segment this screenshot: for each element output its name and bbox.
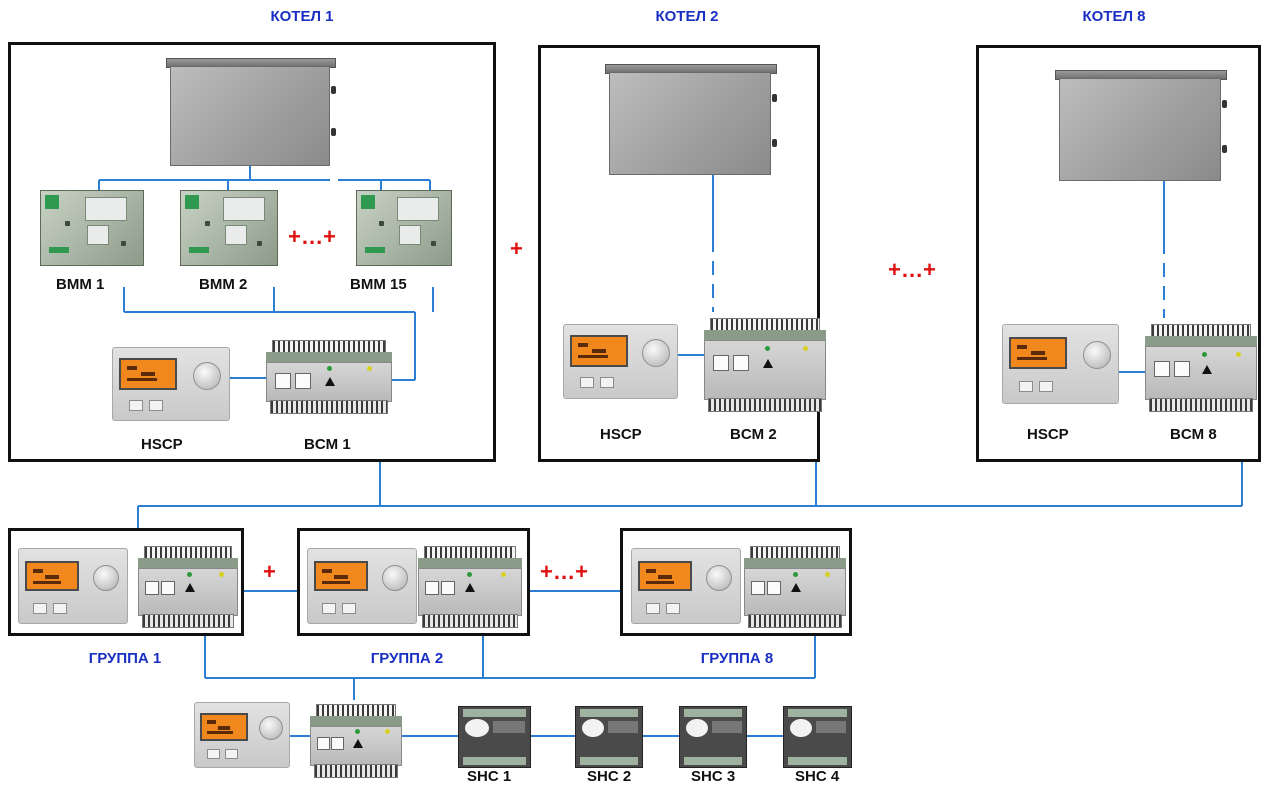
- shc-label-4: SHC 4: [795, 768, 840, 785]
- bcm-module-1: [266, 334, 392, 414]
- boiler-frame-2: [538, 45, 820, 462]
- boiler-title-8: КОТЕЛ 8: [1082, 8, 1146, 25]
- group-2-panel: [307, 548, 417, 624]
- hscp-panel-1: [112, 347, 230, 421]
- bcm-module-2: [704, 312, 826, 412]
- shc-module-2: [575, 706, 643, 768]
- bcm-label-8: BCM 8: [1170, 426, 1217, 443]
- shc-label-1: SHC 1: [467, 768, 512, 785]
- hscp-label-8: HSCP: [1027, 426, 1069, 443]
- group-frame-8: [620, 528, 852, 636]
- plus-more-sign-groups: +...+: [540, 559, 590, 584]
- bmm-board-2: [180, 190, 278, 266]
- shc-module-4: [783, 706, 852, 768]
- boiler-title-2: КОТЕЛ 2: [655, 8, 719, 25]
- bmm-board-15: [356, 190, 452, 266]
- group-label-2: ГРУППА 2: [370, 650, 444, 667]
- bmm-label-2: BMM 2: [199, 276, 248, 293]
- plus-more-sign-boilers: +...+: [888, 257, 938, 282]
- group-label-8: ГРУППА 8: [700, 650, 774, 667]
- bmm-more-sign: +...+: [288, 224, 338, 249]
- shc-label-2: SHC 2: [587, 768, 632, 785]
- bcm-module-8: [1145, 318, 1257, 412]
- hscp-panel-8: [1002, 324, 1119, 404]
- bottom-panel: [194, 702, 290, 768]
- bcm-label-2: BCM 2: [730, 426, 777, 443]
- group-2-controller: [418, 540, 522, 628]
- hscp-label-1: HSCP: [141, 436, 183, 453]
- group-1-controller: [138, 540, 238, 628]
- hscp-panel-2: [563, 324, 678, 399]
- group-label-1: ГРУППА 1: [88, 650, 162, 667]
- bmm-label-15: BMM 15: [350, 276, 407, 293]
- boiler-frame-8: [976, 45, 1261, 462]
- boiler-title-1: КОТЕЛ 1: [270, 8, 334, 25]
- shc-module-3: [679, 706, 747, 768]
- bmm-board-1: [40, 190, 144, 266]
- bcm-label-1: BCM 1: [304, 436, 351, 453]
- boiler-cabinet-2: [605, 64, 777, 175]
- shc-label-3: SHC 3: [691, 768, 736, 785]
- group-frame-2: [297, 528, 530, 636]
- plus-sign-boilers: +: [510, 236, 524, 261]
- hscp-label-2: HSCP: [600, 426, 642, 443]
- group-8-panel: [631, 548, 741, 624]
- boiler-frame-1: [8, 42, 496, 462]
- group-1-panel: [18, 548, 128, 624]
- bmm-label-1: BMM 1: [56, 276, 105, 293]
- bottom-controller: [310, 698, 402, 778]
- group-8-controller: [744, 540, 846, 628]
- shc-module-1: [458, 706, 531, 768]
- group-frame-1: [8, 528, 244, 636]
- plus-sign-groups: +: [263, 559, 277, 584]
- boiler-cabinet-8: [1055, 70, 1227, 181]
- boiler-cabinet-1: [166, 58, 336, 166]
